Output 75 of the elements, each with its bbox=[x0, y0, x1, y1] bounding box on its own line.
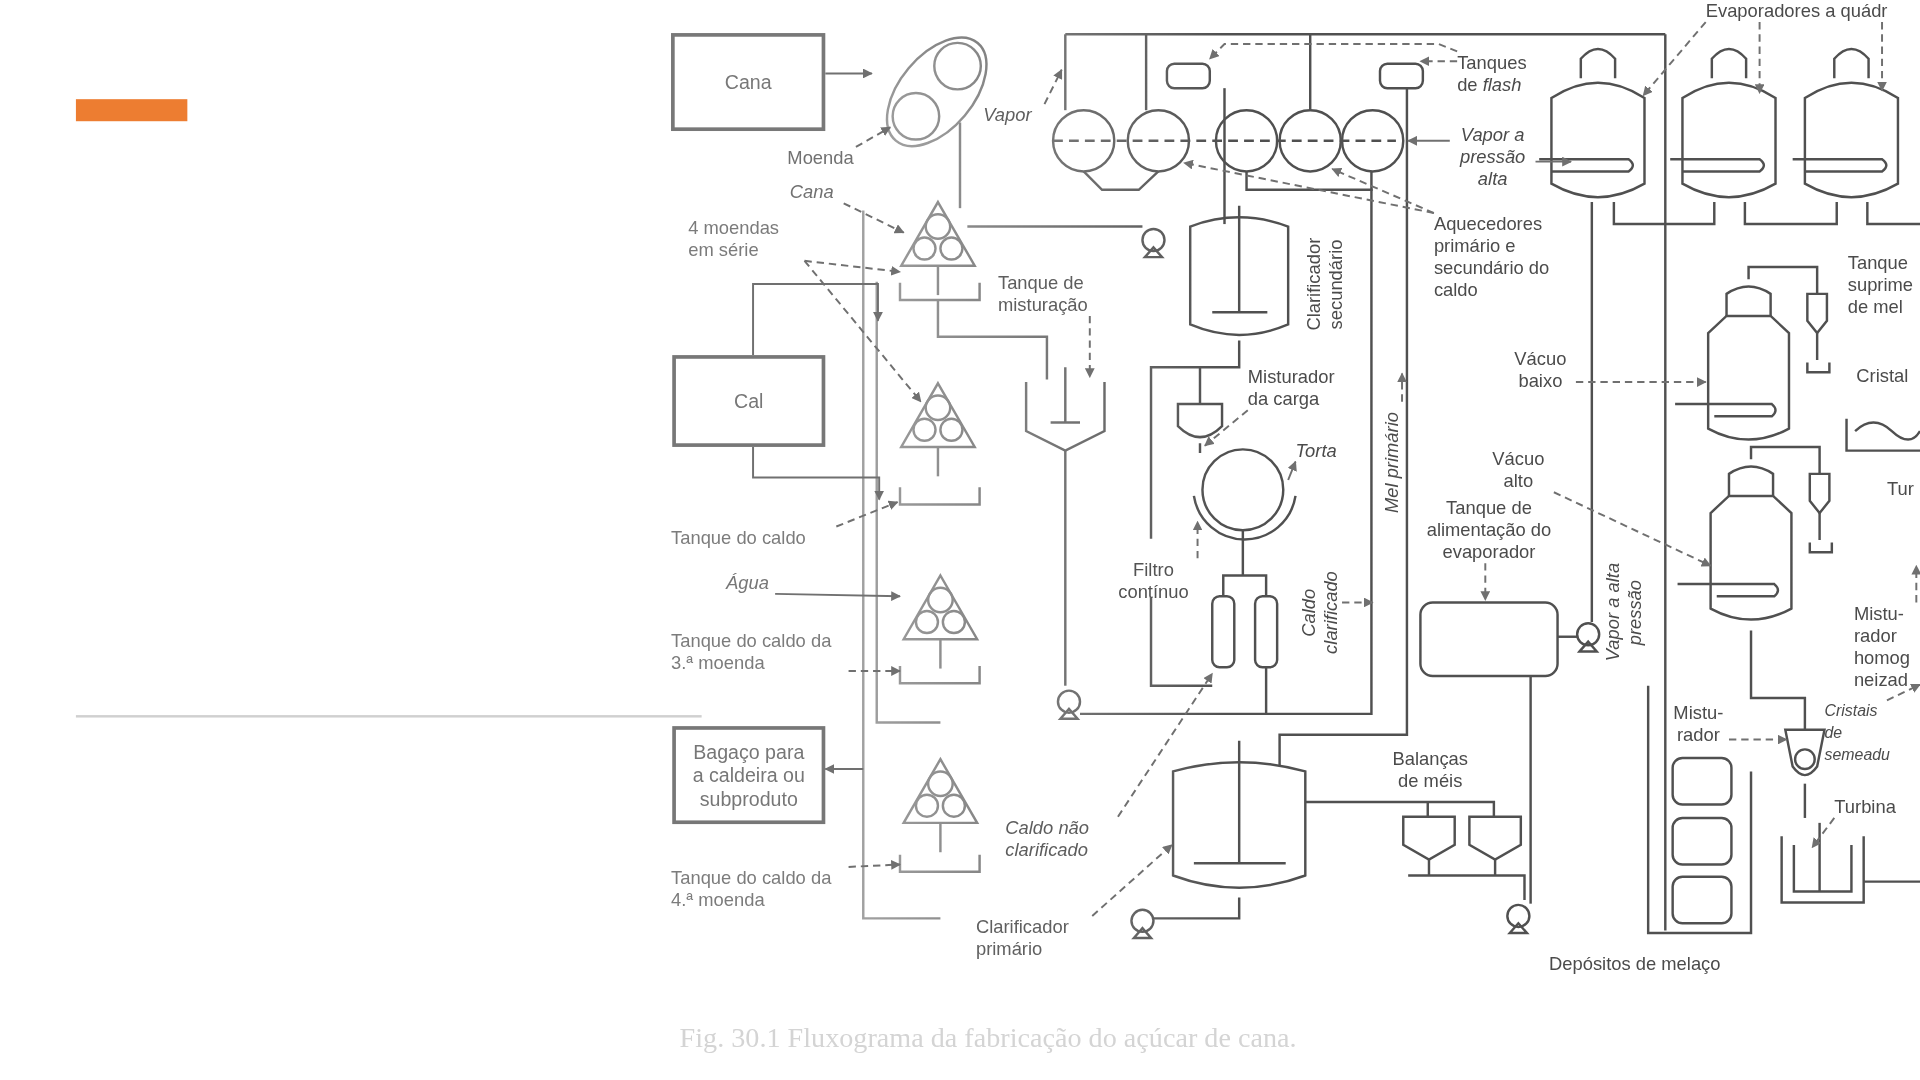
leader-line bbox=[1183, 159, 1435, 215]
callout-label: Água bbox=[726, 571, 776, 594]
process-box: Bagaço para a caldeira ou subproduto bbox=[672, 726, 826, 825]
flow-arrow bbox=[752, 283, 883, 357]
leader-line bbox=[1885, 683, 1920, 702]
callout-label: Tanque do caldo da 3.ª moenda bbox=[671, 629, 849, 674]
leader-line bbox=[1192, 520, 1203, 560]
leader-line bbox=[1091, 843, 1173, 917]
mixer-drawing bbox=[1784, 728, 1826, 777]
leader-line bbox=[1341, 597, 1374, 608]
flow-arrow bbox=[824, 68, 873, 79]
pipe-label: Clarificador secundário bbox=[1302, 222, 1347, 346]
pipe-label: Caldo clarificado bbox=[1297, 551, 1343, 674]
callout-label: Turbina bbox=[1834, 795, 1908, 818]
callout-label: 4 moendas em série bbox=[688, 216, 805, 261]
leader-line bbox=[847, 666, 901, 676]
leader-line bbox=[1728, 734, 1788, 745]
flow-arrow bbox=[824, 764, 865, 774]
leader-line bbox=[1480, 562, 1491, 601]
pipe-label: Mel primário bbox=[1381, 401, 1404, 525]
leader-line bbox=[1419, 56, 1459, 67]
callout-label: Tanque de alimentação do evaporador bbox=[1413, 497, 1565, 564]
leader-line bbox=[1911, 564, 1920, 604]
callout-label: Vácuo baixo bbox=[1504, 347, 1576, 392]
leader-line bbox=[1203, 409, 1249, 447]
callout-label: Cristal bbox=[1856, 364, 1920, 387]
leader-line bbox=[1043, 68, 1063, 106]
callout-label: Mistu- rador homog neizad bbox=[1853, 602, 1920, 691]
leader-line bbox=[1811, 817, 1836, 849]
leader-line bbox=[803, 259, 901, 276]
flow-arrow bbox=[1287, 460, 1297, 481]
leader-line bbox=[854, 126, 892, 148]
callout-label: Tanques de flash bbox=[1457, 51, 1549, 96]
callout-label: Balanças de méis bbox=[1381, 748, 1480, 793]
leader-line bbox=[1642, 21, 1707, 97]
callout-label: Vapor a pressão alta bbox=[1449, 123, 1536, 190]
pipe-label: Vapor a alta pressão bbox=[1601, 551, 1646, 674]
callout-label: Moenda bbox=[787, 146, 856, 169]
flow-arrow bbox=[752, 445, 885, 501]
callout-label: Tanque do caldo da 4.ª moenda bbox=[671, 866, 849, 911]
callout-label: Tanque de misturação bbox=[997, 271, 1121, 316]
callout-label: Evaporadores a quádr bbox=[1705, 0, 1920, 23]
callout-label: Mistu- rador bbox=[1667, 701, 1729, 746]
process-box: Cana bbox=[671, 33, 826, 131]
leader-line bbox=[803, 259, 922, 403]
leader-line bbox=[1877, 21, 1887, 92]
leader-line bbox=[1754, 21, 1765, 95]
callout-label: Cana bbox=[789, 181, 844, 204]
callout-label: Misturador da carga bbox=[1247, 366, 1358, 411]
process-box: Cal bbox=[672, 355, 826, 447]
callout-label: Torta bbox=[1295, 439, 1345, 462]
leader-line bbox=[1117, 672, 1214, 818]
leader-line bbox=[847, 860, 901, 870]
callout-label: Vácuo alto bbox=[1482, 448, 1554, 493]
callout-label: Tanque suprime de mel bbox=[1847, 252, 1920, 319]
callout-label: Tur bbox=[1886, 477, 1920, 500]
callout-label: Filtro contínuo bbox=[1109, 558, 1198, 603]
callout-label: Aquecedores primário e secundário do caldo bbox=[1433, 213, 1557, 302]
leader-line bbox=[1552, 491, 1712, 567]
leader-line bbox=[1331, 168, 1435, 215]
callout-label: Vapor bbox=[983, 104, 1045, 127]
leader-line bbox=[1574, 377, 1707, 387]
flow-arrow bbox=[1534, 156, 1572, 167]
leader-line bbox=[1397, 372, 1407, 403]
callout-label: Clarificador primário bbox=[975, 915, 1093, 960]
leader-line bbox=[1208, 43, 1459, 60]
leader-line bbox=[835, 500, 899, 528]
leader-line bbox=[1084, 314, 1095, 379]
callout-label: Depósitos de melaço bbox=[1549, 952, 1764, 975]
flow-arrow bbox=[1407, 135, 1451, 146]
leader-line bbox=[842, 202, 905, 234]
callout-label: Caldo não clarificado bbox=[1005, 816, 1118, 861]
vacuum-pan-drawing bbox=[1677, 445, 1834, 621]
callout-label: Tanque do caldo bbox=[671, 526, 837, 549]
flow-arrow bbox=[774, 591, 901, 602]
